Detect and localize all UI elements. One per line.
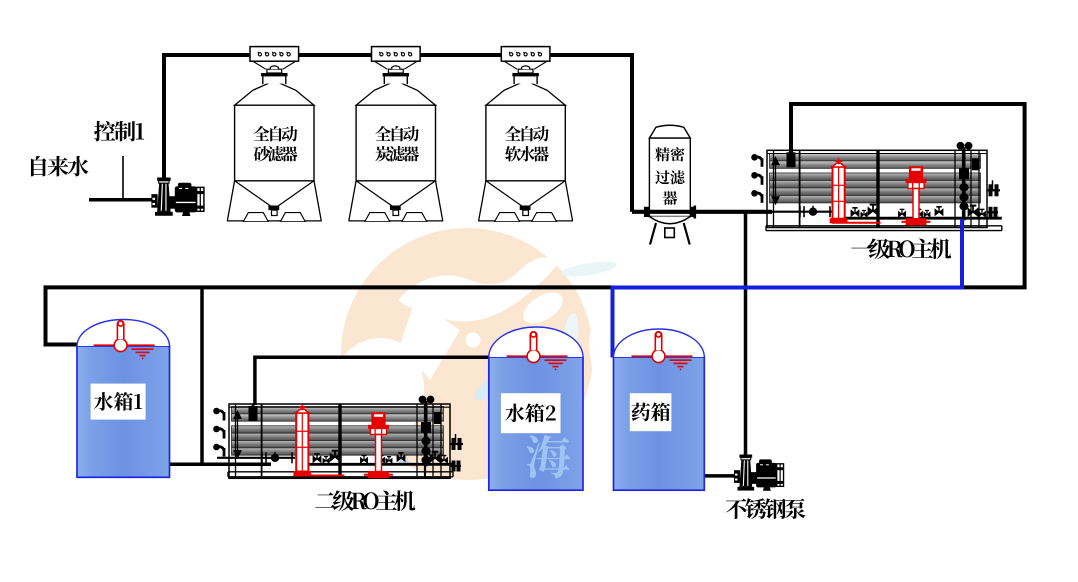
svg-text:全自动: 全自动 [375,121,420,145]
svg-text:精密: 精密 [655,144,685,165]
svg-text:全自动: 全自动 [253,121,298,145]
svg-text:自来水: 自来水 [27,151,89,182]
svg-text:不锈钢泵: 不锈钢泵 [725,493,806,524]
svg-text:控制1: 控制1 [94,116,145,147]
svg-text:器: 器 [662,188,677,209]
svg-text:全自动: 全自动 [505,121,550,145]
svg-text:过滤: 过滤 [655,167,685,188]
svg-text:水箱2: 水箱2 [505,397,557,426]
svg-text:水箱1: 水箱1 [93,386,142,415]
svg-text:海: 海 [525,422,571,488]
svg-text:炭滤器: 炭滤器 [375,141,420,165]
svg-text:药箱: 药箱 [631,396,671,425]
svg-text:软水器: 软水器 [505,141,550,165]
svg-text:砂滤器: 砂滤器 [253,141,298,165]
svg-text:一级RO主机: 一级RO主机 [850,233,951,264]
svg-text:二级RO主机: 二级RO主机 [314,485,415,516]
